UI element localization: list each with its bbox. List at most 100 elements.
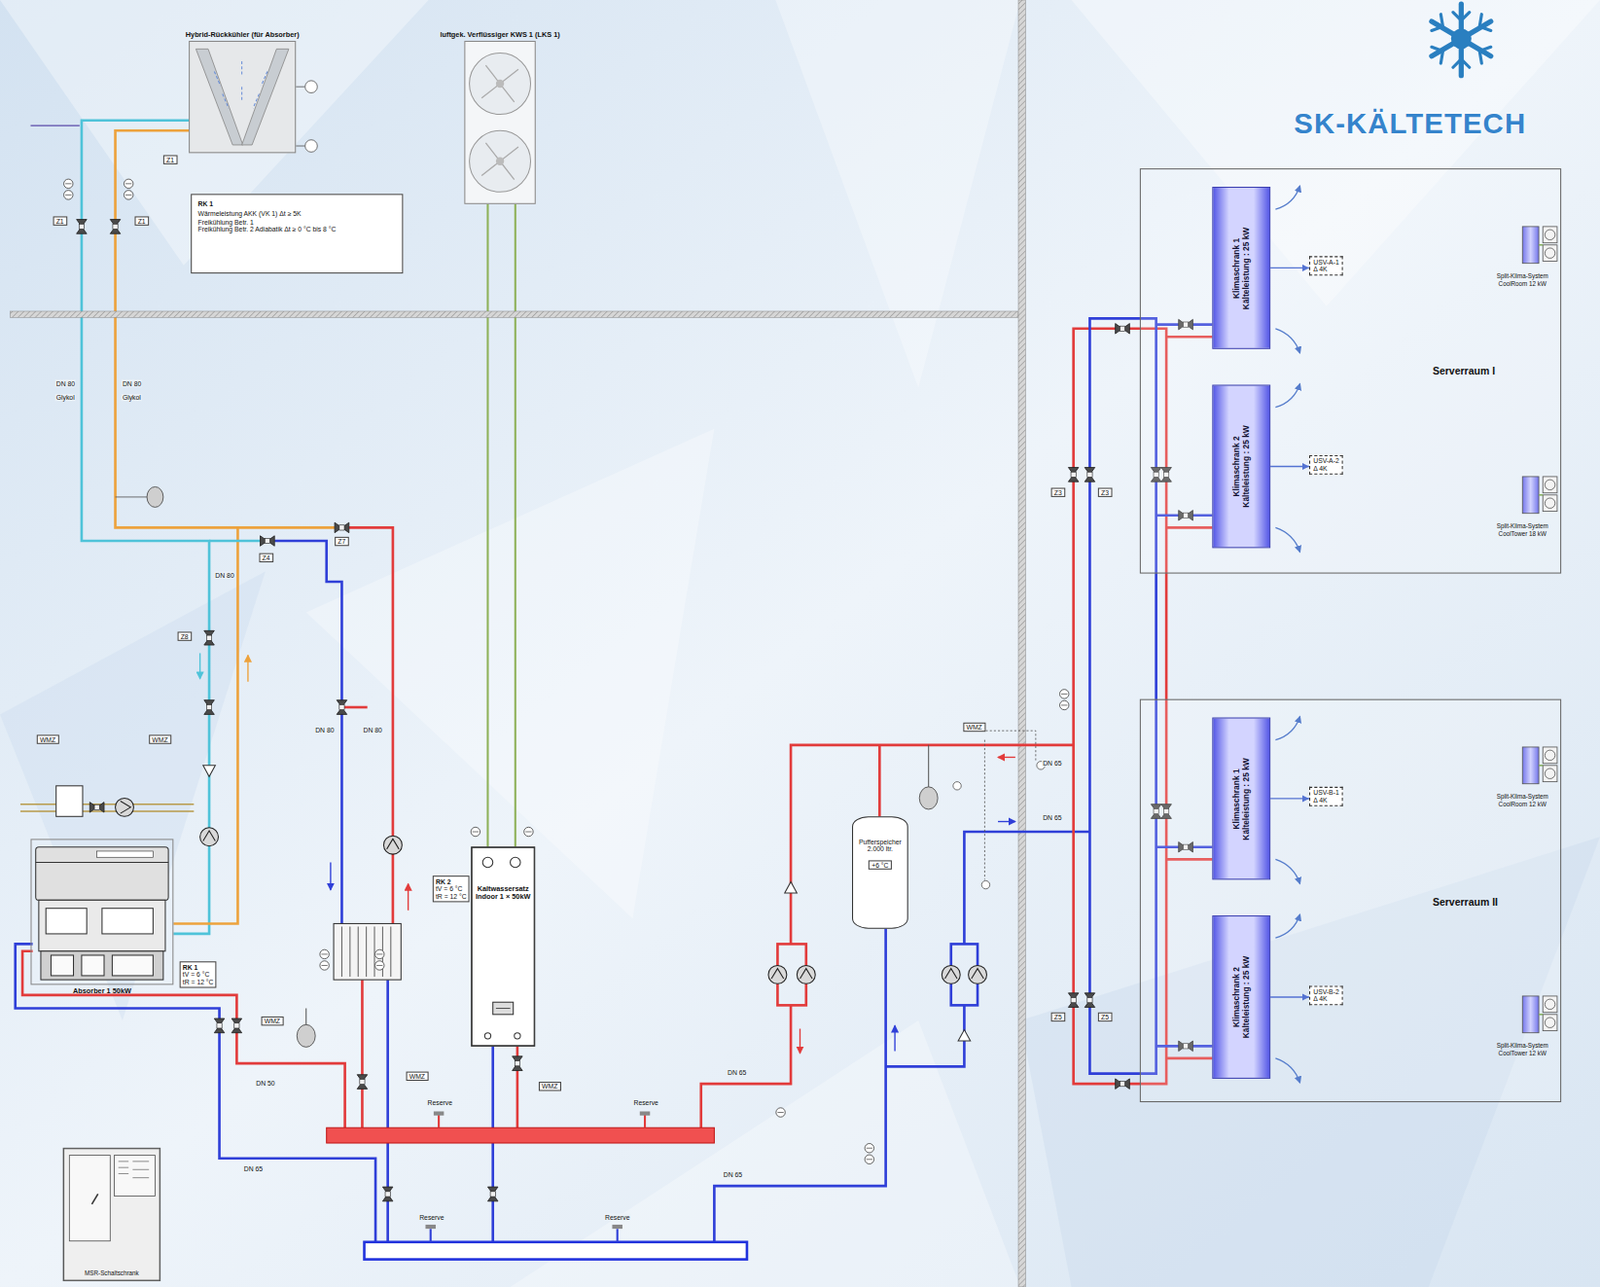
check-valve bbox=[203, 765, 216, 778]
cabinet-drawing bbox=[118, 1161, 149, 1178]
valve-tag-text: Z5 bbox=[1101, 1013, 1109, 1022]
reserve-label: Reserve bbox=[632, 1099, 660, 1107]
pump-symbol bbox=[115, 797, 988, 984]
valve-tag: Z1 bbox=[134, 215, 148, 226]
hybrid-cooler-drawing bbox=[30, 124, 79, 126]
pipe-lines bbox=[22, 951, 346, 1128]
refrigerant-line bbox=[514, 204, 517, 848]
cabinet-drawing bbox=[91, 1193, 98, 1204]
pipe-lines bbox=[15, 318, 1213, 1242]
hybrid-cooler-drawing bbox=[295, 145, 305, 147]
meter-tag-text: WMZ bbox=[966, 723, 983, 732]
valve-tag: Z5 bbox=[1051, 1012, 1066, 1023]
chiller-drawing bbox=[493, 1001, 514, 1015]
note-box-text: Wärmeleistung AKK (VK 1) Δt ≥ 5K bbox=[198, 211, 397, 219]
buffer-tank: Pufferspeicher 2.000 ltr.+6 °C bbox=[852, 816, 909, 928]
note-box-text: Freikühlung Betr. 1 bbox=[198, 217, 397, 226]
ups-box-text: Δ 4K bbox=[1313, 796, 1340, 805]
pipe-lines bbox=[491, 1045, 495, 1242]
note-box: RK 1Wärmeleistung AKK (VK 1) Δt ≥ 5KFrei… bbox=[190, 193, 403, 274]
header-collector bbox=[640, 1110, 650, 1115]
gauge-symbol bbox=[123, 190, 133, 200]
valve-tag-text: Z1 bbox=[56, 216, 65, 225]
pipe-lines bbox=[790, 745, 1074, 945]
valve-tag-text: Z3 bbox=[1054, 489, 1063, 498]
ups-box-text: USV-B-2 bbox=[1313, 988, 1340, 996]
check-valve bbox=[203, 765, 971, 1041]
valve-symbol bbox=[204, 700, 214, 715]
valve-tag: Z3 bbox=[1098, 487, 1112, 498]
hybrid-cooler-drawing bbox=[295, 86, 305, 88]
meter-tag: WMZ bbox=[962, 722, 986, 733]
hybrid-cooler-drawing bbox=[305, 140, 319, 153]
heat-exchanger bbox=[333, 923, 401, 980]
building-wall bbox=[9, 311, 1019, 318]
valve-tag: Z7 bbox=[334, 536, 349, 547]
gauge-symbol bbox=[64, 190, 73, 200]
chiller-drawing bbox=[514, 1032, 521, 1039]
pipe-lines bbox=[927, 745, 929, 788]
gauge-symbol bbox=[864, 1143, 874, 1153]
logo-snowflake bbox=[1431, 12, 1492, 69]
valve-tag: Z8 bbox=[177, 631, 192, 641]
gauge-symbol bbox=[864, 1154, 874, 1164]
pipe-size-label: DN 80 bbox=[361, 726, 383, 735]
valve-tag: Z5 bbox=[1098, 1012, 1112, 1023]
absorber-drawing bbox=[40, 951, 164, 980]
note-box-text: Freikühlung Betr. 2 Adiabatik Δt ≥ 0 °C … bbox=[198, 225, 397, 234]
expansion-vessel bbox=[115, 486, 939, 1047]
gauge-symbol bbox=[470, 826, 480, 836]
absorber-unit: Absorber 1 50kW bbox=[30, 838, 174, 985]
pipe-lines bbox=[701, 1004, 791, 1128]
setpoint-box-text: RK 1 bbox=[182, 962, 214, 971]
condenser-drawing bbox=[481, 65, 519, 180]
expansion-vessel bbox=[919, 786, 938, 810]
setpoint-box: RK 1tV = 6 °CtR = 12 °C bbox=[179, 960, 217, 989]
valve-symbol bbox=[213, 1018, 224, 1033]
pipe-lines bbox=[886, 1004, 965, 1067]
flow-arrow bbox=[200, 652, 1016, 1053]
pipe-size-label: DN 50 bbox=[254, 1079, 276, 1088]
valve-tag: Z1 bbox=[163, 154, 178, 165]
valve-symbol bbox=[1067, 993, 1078, 1008]
header-collector bbox=[425, 1224, 435, 1229]
pipe-lines bbox=[360, 979, 364, 1128]
valve-symbol bbox=[382, 1186, 392, 1202]
cabinet-drawing bbox=[69, 1155, 110, 1242]
pump-symbol bbox=[968, 964, 988, 984]
ups-box-text: USV-A-2 bbox=[1313, 457, 1340, 465]
hybrid-cooler-drawing bbox=[30, 40, 318, 153]
ups-box: USV-B-1Δ 4K bbox=[1309, 786, 1344, 807]
server-room: Klimaschrank 1 Kälteleistung : 25 kW USV-… bbox=[1139, 699, 1562, 1103]
absorber-drawing bbox=[56, 785, 83, 817]
meter-tag-text: WMZ bbox=[541, 1082, 558, 1091]
pipe-lines bbox=[209, 539, 260, 543]
flow-arrow bbox=[997, 756, 1016, 758]
pipe-size-label: DN 80 bbox=[213, 571, 235, 580]
valve-tag-text: Z1 bbox=[166, 156, 175, 165]
valve-symbol bbox=[1084, 466, 1095, 482]
pipe-size-label: DN 65 bbox=[1041, 759, 1063, 768]
sensor-dot bbox=[953, 761, 1045, 889]
absorber-drawing bbox=[50, 955, 73, 976]
medium-label: Glykol bbox=[121, 393, 143, 402]
valve-symbol bbox=[89, 802, 105, 813]
condenser-drawing bbox=[463, 40, 535, 205]
setpoint-box-text: tV = 6 °C bbox=[182, 970, 214, 979]
valve-symbol bbox=[1067, 466, 1078, 482]
cabinet-drawing bbox=[63, 1147, 161, 1280]
building-wall bbox=[1018, 0, 1026, 1287]
logo-text: SK-KÄLTETECH bbox=[1293, 107, 1527, 142]
meter-tag-text: WMZ bbox=[409, 1072, 426, 1081]
pipe-lines bbox=[713, 928, 886, 1243]
split-unit: Split-Klima-System CoolRoom 12 kW bbox=[1486, 743, 1561, 811]
cooler-unit-text: Hybrid-Rückkühler (für Absorber) bbox=[159, 30, 326, 38]
cooling-cabinet: Klimaschrank 1 Kälteleistung : 25 kW bbox=[1211, 717, 1271, 881]
header-collector bbox=[433, 1110, 444, 1115]
setpoint-box-text: tR = 12 °C bbox=[182, 978, 214, 987]
cabinet-drawing bbox=[63, 1147, 161, 1280]
valve-tag-text: Z8 bbox=[180, 632, 189, 640]
split-unit-text: Split-Klima-System CoolTower 18 kW bbox=[1486, 523, 1561, 537]
